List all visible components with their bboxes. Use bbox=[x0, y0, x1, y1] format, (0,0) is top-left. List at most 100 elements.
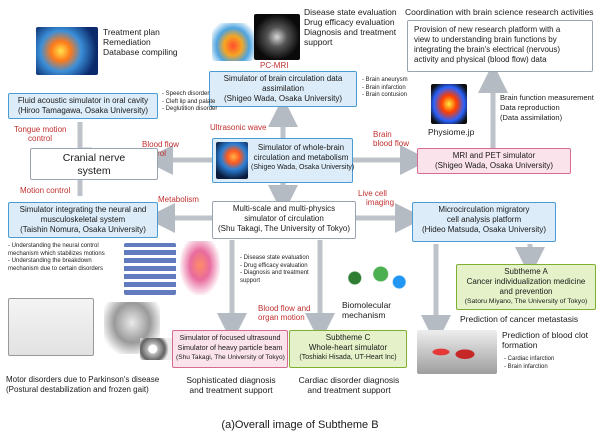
park-line-1: Motor disorders due to Parkinson's disea… bbox=[6, 375, 160, 384]
clot-text: Prediction of blood clot formation bbox=[502, 330, 588, 350]
live-line-1: Live cell bbox=[358, 189, 387, 198]
microcirculation-box: Microcirculation migratory cell analysis… bbox=[412, 202, 556, 242]
clot-line-1: Prediction of blood clot bbox=[502, 330, 588, 340]
cranial-nerve-box: Cranial nerve system bbox=[30, 148, 158, 180]
micro-line-3: (Hideo Matsuda, Osaka University) bbox=[421, 225, 547, 234]
biomolecule-image bbox=[340, 258, 414, 298]
metabolism-label: Metabolism bbox=[158, 195, 199, 204]
biomolecular-label: Biomolecular mechanism bbox=[342, 300, 391, 320]
tongue-line-2: control bbox=[28, 134, 53, 143]
subc-line-2: Whole-heart simulator bbox=[308, 343, 388, 352]
neural-note-2: mechanism which stabilizes motions bbox=[8, 250, 105, 257]
fluid-acoustic-box: Fluid acoustic simulator in oral cavity … bbox=[8, 93, 158, 119]
brain-photo bbox=[216, 142, 248, 179]
treatment-line-3: Database compiling bbox=[103, 47, 178, 57]
coord-line-4: activity and physical (blood flow) data bbox=[414, 55, 547, 64]
multi-line-3: (Shu Takagi, The University of Tokyo) bbox=[217, 224, 351, 233]
whole-brain-box: Simulator of whole-brain circulation and… bbox=[212, 138, 355, 183]
soph-line-1: Sophisticated diagnosis bbox=[186, 375, 276, 385]
treatment-plan-text: Treatment plan Remediation Database comp… bbox=[103, 27, 178, 57]
micro-line-1: Microcirculation migratory bbox=[438, 205, 530, 214]
neural-note-4: mechanism due to certain disorders bbox=[8, 265, 104, 272]
mri-line-2: (Shigeo Wada, Osaka University) bbox=[435, 161, 553, 170]
focused-line-1: Simulator of focused ultrasound bbox=[179, 333, 281, 342]
micro-line-2: cell analysis platform bbox=[446, 215, 522, 224]
tongue-line-1: Tongue motion bbox=[14, 125, 67, 134]
focused-ultrasound-box: Simulator of focused ultrasound Simulato… bbox=[172, 330, 288, 368]
bf-line-1: Brain function measurement bbox=[500, 93, 594, 102]
speech-note-3: - Deglutition disorder bbox=[162, 106, 218, 112]
cardiac-label: Cardiac disorder diagnosis and treatment… bbox=[287, 375, 411, 395]
brain-sim-line-2: assimilation bbox=[262, 84, 304, 93]
coord-line-2: view to understanding brain functions by bbox=[414, 35, 557, 44]
disease-eval-text: Disease state evaluation Drug efficacy e… bbox=[304, 7, 397, 47]
speech-note-1: - Speech disorder bbox=[162, 91, 210, 97]
whole-brain-line-2: circulation and metabolism bbox=[253, 153, 349, 162]
disease-line-1: Disease state evaluation bbox=[304, 7, 397, 17]
cardiac-line-1: Cardiac disorder diagnosis bbox=[298, 375, 400, 385]
cranial-line-1: Cranial nerve bbox=[62, 152, 126, 164]
clot-notes: - Cardiac infarction - Brain infarction bbox=[504, 356, 554, 371]
subc-line-3: (Toshiaki Hisada, UT-Heart Inc) bbox=[299, 354, 397, 361]
multi-line-1: Multi-scale and multi-physics bbox=[232, 204, 336, 213]
suba-line-4: (Satoru Miyano, The University of Tokyo) bbox=[464, 298, 588, 305]
live-line-2: imaging bbox=[366, 198, 395, 207]
physiome-brain-image bbox=[431, 84, 467, 124]
brain-blood-flow-label: Brain blood flow bbox=[373, 130, 409, 148]
disease-line-4: support bbox=[304, 37, 333, 47]
subc-line-1: Subtheme C bbox=[325, 333, 371, 342]
multiscale-notes: - Disease state evaluation - Drug effica… bbox=[240, 255, 309, 285]
ultrasonic-label: Ultrasonic wave bbox=[210, 123, 267, 132]
bfc-line-1: Blood flow bbox=[142, 140, 179, 149]
clot-note-1: - Cardiac infarction bbox=[504, 356, 555, 362]
multi-line-2: simulator of circulation bbox=[244, 214, 324, 223]
bbf-line-1: Brain bbox=[373, 130, 392, 139]
disease-line-3: Diagnosis and treatment bbox=[304, 27, 397, 37]
soph-line-2: and treatment support bbox=[189, 385, 273, 395]
multiscale-box: Multi-scale and multi-physics simulator … bbox=[212, 201, 356, 239]
vessel-image bbox=[254, 14, 300, 60]
suba-line-2: Cancer individualization medicine bbox=[466, 277, 586, 286]
neural-note-1: - Understanding the neural control bbox=[8, 243, 99, 249]
blood-clot-image bbox=[417, 330, 497, 374]
subtheme-c-box: Subtheme C Whole-heart simulator (Toshia… bbox=[289, 330, 407, 368]
blood-flow-organ-label: Blood flow and organ motion bbox=[258, 304, 310, 322]
treatment-line-1: Treatment plan bbox=[103, 27, 160, 37]
focused-line-3: (Shu Takagi, The University of Tokyo) bbox=[176, 354, 285, 361]
clot-note-2: - Brain infarction bbox=[504, 363, 548, 370]
suba-line-3: and prevention bbox=[499, 287, 553, 296]
bf-line-3: (Data assimilation) bbox=[500, 113, 563, 122]
multi-note-4: support bbox=[240, 277, 261, 284]
live-cell-label: Live cell imaging bbox=[358, 189, 394, 207]
focused-line-2: Simulator of heavy particle beam bbox=[177, 343, 283, 352]
parkinson-label: Motor disorders due to Parkinson's disea… bbox=[6, 375, 159, 395]
coordination-box: Provision of new research platform with … bbox=[407, 20, 593, 72]
brain-note-2: - Brain infarction bbox=[362, 84, 406, 91]
whole-brain-line-3: (Shigeo Wada, Osaka University) bbox=[251, 164, 355, 171]
fluid-line-1: Fluid acoustic simulator in oral cavity bbox=[17, 96, 149, 105]
mri-pet-box: MRI and PET simulator (Shigeo Wada, Osak… bbox=[417, 148, 571, 174]
brain-notes: - Brain aneurysm - Brain infarction - Br… bbox=[362, 77, 408, 100]
tongue-motion-label: Tongue motion control bbox=[14, 125, 66, 143]
brain-note-1: - Brain aneurysm bbox=[362, 77, 408, 83]
brain-sim-line-3: (Shigeo Wada, Osaka University) bbox=[224, 94, 342, 103]
brain-note-3: - Brain contusion bbox=[362, 92, 408, 98]
brain-function-text: Brain function measurement Data reproduc… bbox=[500, 93, 594, 123]
body-model-image bbox=[180, 241, 220, 295]
pc-mri-label: PC-MRI bbox=[260, 61, 289, 70]
cranial-line-2: system bbox=[77, 165, 111, 177]
brain-sim-line-1: Simulator of brain circulation data bbox=[223, 74, 343, 83]
physiome-label: Physiome.jp bbox=[428, 127, 475, 137]
brain-assimilation-box: Simulator of brain circulation data assi… bbox=[209, 71, 357, 107]
neural-line-3: (Taishin Nomura, Osaka University) bbox=[20, 225, 146, 234]
aneurysm-image bbox=[212, 23, 254, 61]
bbf-line-2: blood flow bbox=[373, 139, 410, 148]
figure-caption: (a)Overall image of Subtheme B bbox=[221, 419, 379, 431]
coord-line-3: integrating the brain's electrical (nerv… bbox=[414, 45, 561, 54]
bfo-line-2: organ motion bbox=[258, 313, 305, 322]
whole-brain-line-1: Simulator of whole-brain bbox=[257, 143, 345, 152]
neural-line-1: Simulator integrating the neural and bbox=[19, 205, 147, 214]
sophisticated-label: Sophisticated diagnosis and treatment su… bbox=[176, 375, 286, 395]
multi-note-3: - Diagnosis and treatment bbox=[240, 270, 309, 276]
disease-line-2: Drug efficacy evaluation bbox=[304, 17, 395, 27]
